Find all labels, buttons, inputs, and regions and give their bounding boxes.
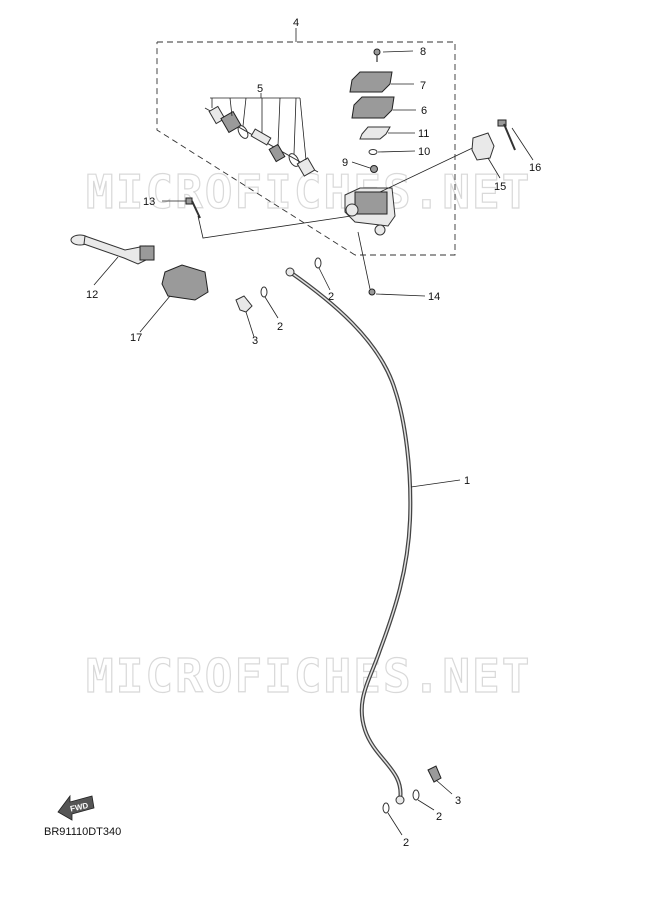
callout-10: 10 (418, 146, 430, 158)
callout-8: 8 (420, 46, 426, 58)
part-washer-lower-left (382, 802, 390, 814)
part-diaphragm (359, 126, 391, 140)
part-union-bolt-lower (427, 765, 442, 783)
part-float (368, 149, 378, 155)
callout-16: 16 (529, 162, 541, 174)
callout-9: 9 (342, 157, 348, 169)
callout-4: 4 (293, 17, 299, 29)
part-reservoir-cap (349, 71, 393, 93)
part-brake-hose (285, 267, 413, 805)
part-master-cylinder (344, 187, 396, 236)
part-screw (373, 48, 381, 62)
fwd-label: FWD (69, 801, 89, 814)
watermark-bottom: MICROFICHES.NET (86, 649, 531, 703)
fwd-arrow-icon: FWD (57, 794, 95, 821)
callout-6: 6 (421, 105, 427, 117)
part-lever-holder (161, 264, 209, 301)
part-clamp-bolt (497, 119, 516, 151)
callout-2-lower-right: 2 (436, 811, 442, 823)
callout-12: 12 (86, 289, 98, 301)
callout-7: 7 (420, 80, 426, 92)
callout-11: 11 (418, 128, 429, 140)
part-diaphragm-plate (351, 96, 395, 119)
callout-13: 13 (143, 196, 155, 208)
part-piston-kit (204, 105, 319, 177)
part-lever (70, 234, 155, 265)
callout-17: 17 (130, 332, 142, 344)
callout-14: 14 (428, 291, 440, 303)
part-clamp (471, 132, 495, 161)
callout-3-lower: 3 (455, 795, 461, 807)
assembly-box (156, 41, 456, 256)
part-washer-lower-right (412, 789, 420, 801)
part-washer-upper-left (260, 286, 268, 298)
callout-2-upper-left: 2 (277, 321, 283, 333)
part-dust-cap (368, 288, 376, 296)
callout-15: 15 (494, 181, 506, 193)
callout-1: 1 (464, 475, 470, 487)
part-washer-upper-right (314, 257, 322, 269)
diagram-code: BR91110DT340 (44, 826, 122, 838)
part-union-bolt-upper (235, 295, 253, 313)
callout-2-upper-right: 2 (328, 291, 334, 303)
part-small-cap (370, 165, 378, 173)
callout-2-lower-left: 2 (403, 837, 409, 849)
callout-5: 5 (257, 83, 263, 95)
callout-3-upper: 3 (252, 335, 258, 347)
